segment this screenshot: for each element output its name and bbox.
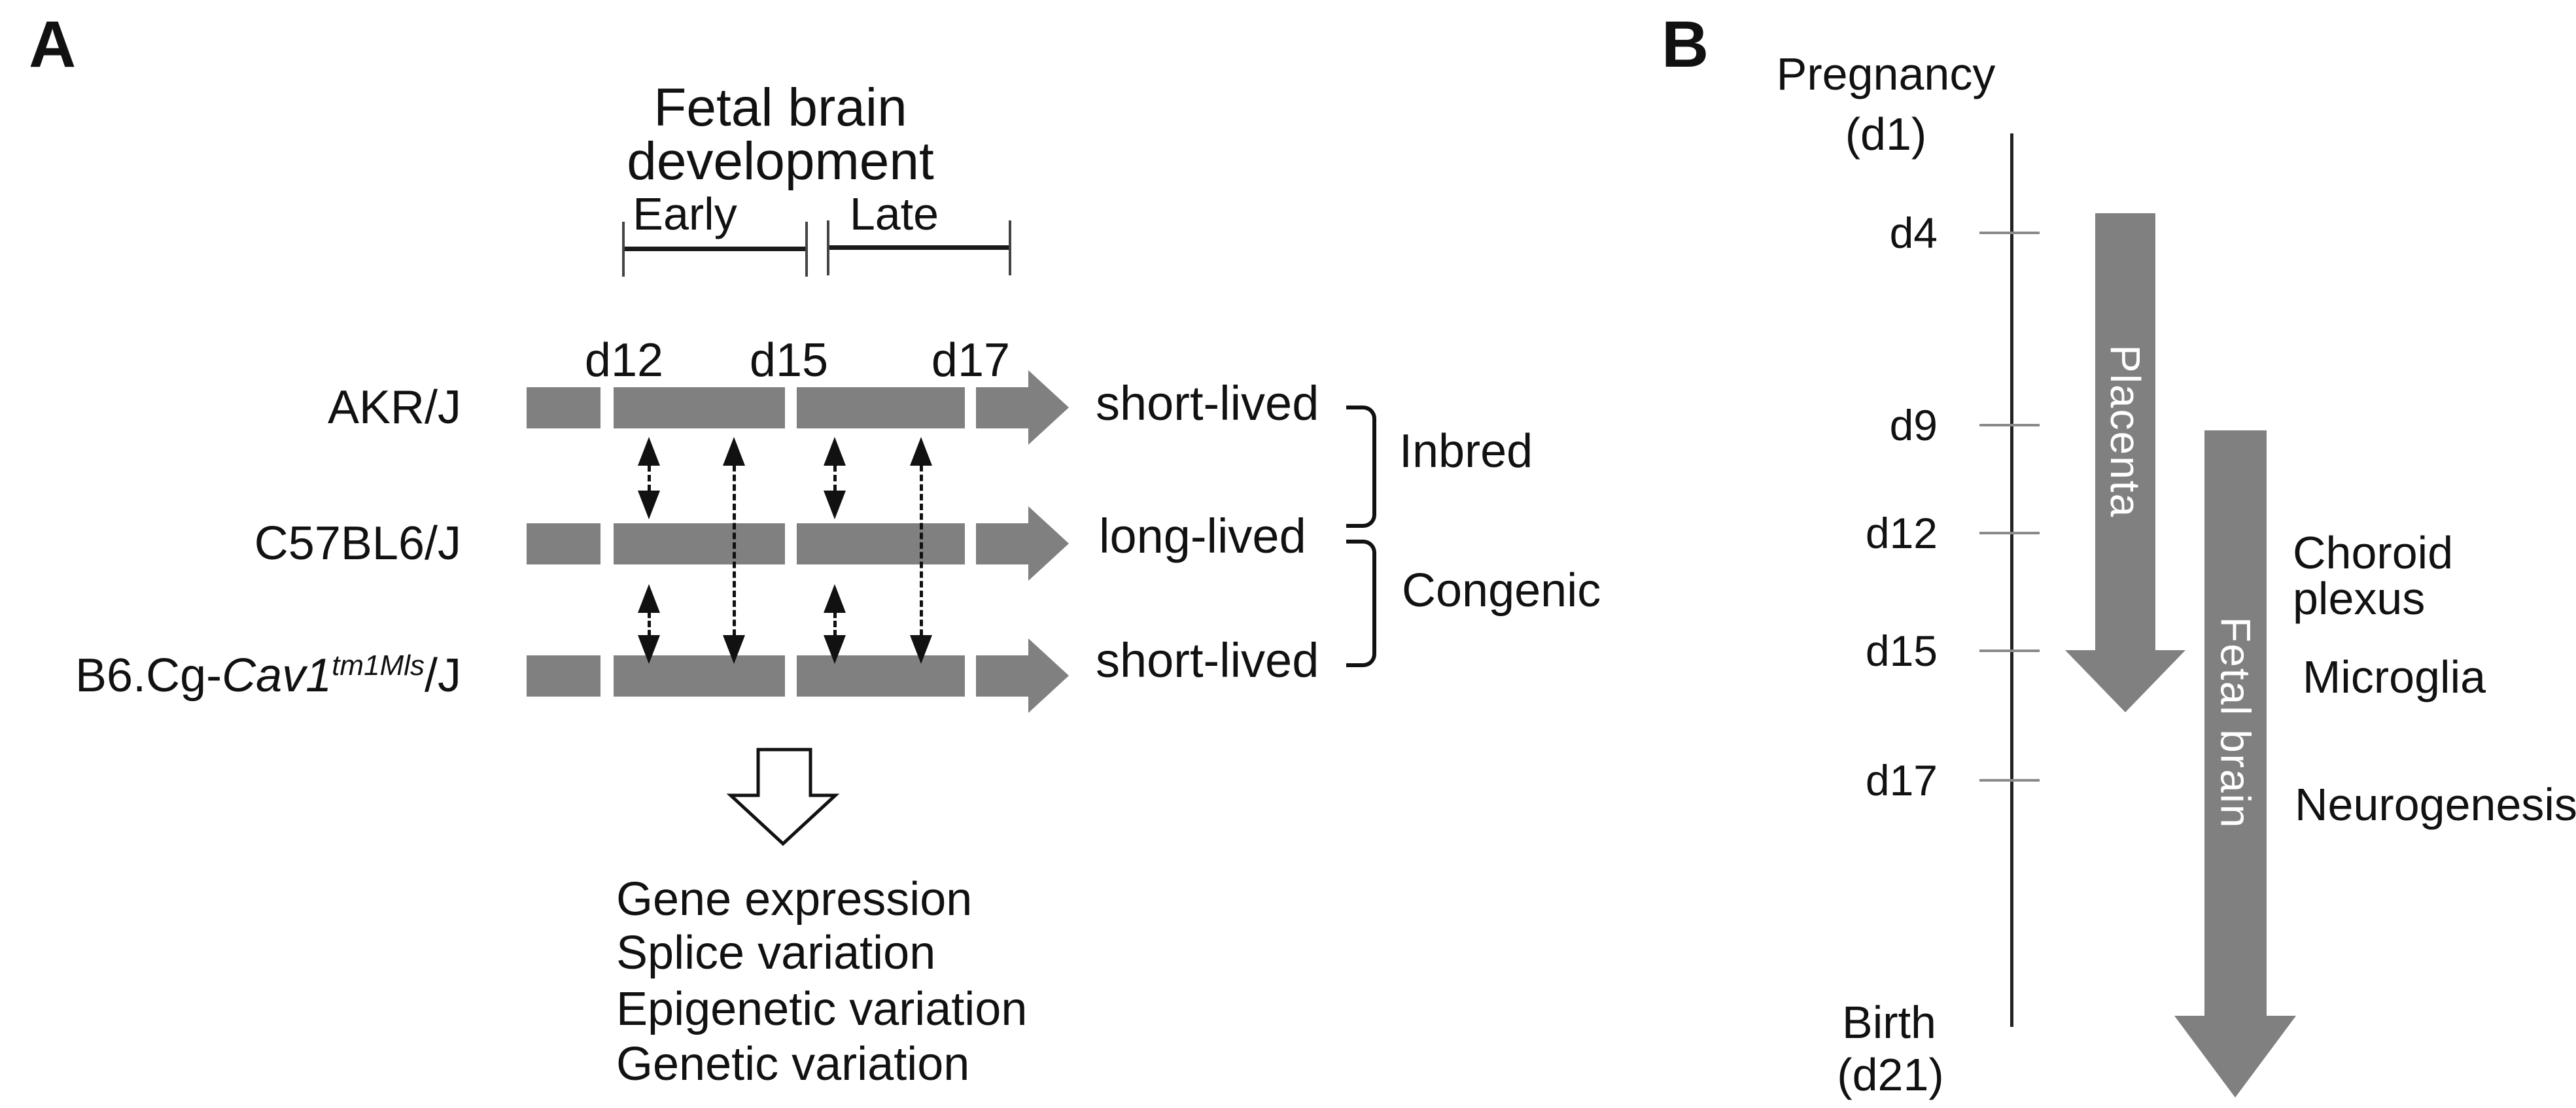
timeline-segment <box>797 523 965 564</box>
arrowhead-down-icon <box>638 635 660 664</box>
timeline-arrow-tail <box>976 387 1028 428</box>
timeline-segment <box>797 655 965 697</box>
placenta-arrowhead <box>2065 650 2185 712</box>
strain-gene-italic: Cav1 <box>222 649 332 702</box>
fetal-brain-arrow-label: Fetal brain <box>2212 617 2259 829</box>
annotation-neurogenesis: Neurogenesis <box>2295 779 2576 830</box>
day-label-d12: d12 <box>584 334 664 387</box>
tick-label-d15: d15 <box>1865 627 1938 675</box>
fetal-brain-arrowhead <box>2174 1016 2296 1098</box>
placenta-arrow: Placenta <box>2095 213 2155 650</box>
dashed-line <box>648 455 651 501</box>
phase-tick <box>1009 220 1011 275</box>
timeline-arrow-tail <box>976 655 1028 697</box>
dashed-double-arrow-long-icon <box>910 437 932 664</box>
dashed-line <box>733 455 736 646</box>
phenotype-label: short-lived <box>1096 633 1319 687</box>
timeline-segment <box>527 387 600 428</box>
outcome-item: Genetic variation <box>616 1038 970 1090</box>
congenic-bracket <box>1346 540 1376 667</box>
strain-label-c57bl6j: C57BL6/J <box>254 517 461 570</box>
outcome-item: Splice variation <box>616 927 936 979</box>
phenotype-label: short-lived <box>1096 376 1319 430</box>
phase-label-late: Late <box>849 188 939 239</box>
timeline-arrowhead <box>1028 506 1069 581</box>
panel-b-label: B <box>1662 8 1709 81</box>
inbred-bracket <box>1346 406 1376 528</box>
dashed-double-arrow-icon <box>638 584 660 664</box>
timeline-segment <box>797 387 965 428</box>
strain-label-akrj: AKR/J <box>327 381 461 434</box>
dashed-line <box>833 602 837 646</box>
timeline-axis <box>2010 133 2013 1027</box>
dashed-double-arrow-long-icon <box>723 437 745 664</box>
dashed-line <box>648 602 651 646</box>
group-label-inbred: Inbred <box>1399 425 1533 477</box>
annotation-microglia: Microglia <box>2303 651 2486 702</box>
birth-label: Birth <box>1842 997 1936 1048</box>
tick-label-d17: d17 <box>1865 756 1938 805</box>
strain-superscript: tm1Mls <box>332 649 425 682</box>
phenotype-label: long-lived <box>1099 509 1306 563</box>
tick-label-d9: d9 <box>1889 401 1938 449</box>
group-label-congenic: Congenic <box>1402 564 1601 617</box>
strain-label-b6cg-cav1: B6.Cg-Cav1tm1Mls/J <box>26 649 461 702</box>
late-phase-line <box>828 245 1010 250</box>
timeline-segment <box>614 523 785 564</box>
timeline-arrowhead <box>1028 638 1069 713</box>
outcome-item: Gene expression <box>616 873 973 926</box>
timeline-arrowhead <box>1028 370 1069 445</box>
dashed-line <box>833 455 837 501</box>
phase-tick <box>827 220 829 275</box>
pregnancy-day-label: (d1) <box>1845 109 1927 160</box>
axis-tick <box>1979 532 2040 534</box>
strain-suffix: /J <box>424 649 461 702</box>
panel-a-label: A <box>29 8 77 81</box>
early-phase-line <box>623 247 807 251</box>
phase-tick <box>622 222 625 277</box>
arrowhead-down-icon <box>723 635 745 664</box>
outcome-item: Epigenetic variation <box>616 983 1028 1035</box>
timeline-segment <box>614 387 785 428</box>
birth-day-label: (d21) <box>1837 1049 1944 1100</box>
tick-label-d4: d4 <box>1889 209 1938 257</box>
dashed-double-arrow-icon <box>824 584 846 664</box>
dashed-double-arrow-icon <box>638 437 660 519</box>
timeline-segment <box>527 523 600 564</box>
day-label-d15: d15 <box>749 334 829 387</box>
pregnancy-label: Pregnancy <box>1776 48 1996 99</box>
phase-tick <box>805 222 808 277</box>
axis-tick <box>1979 649 2040 652</box>
strain-prefix: B6.Cg- <box>75 649 222 702</box>
axis-tick <box>1979 232 2040 234</box>
fetal-brain-arrow: Fetal brain <box>2204 430 2267 1016</box>
panel-a-title: Fetal brain development <box>627 78 934 191</box>
day-label-d17: d17 <box>931 334 1011 387</box>
hollow-down-arrow-icon <box>726 748 840 846</box>
dashed-line <box>920 455 923 646</box>
arrowhead-down-icon <box>824 491 846 519</box>
phase-label-early: Early <box>633 188 737 239</box>
tick-label-d12: d12 <box>1865 509 1938 557</box>
axis-tick <box>1979 779 2040 782</box>
arrowhead-down-icon <box>824 635 846 664</box>
dashed-double-arrow-icon <box>824 437 846 519</box>
arrowhead-down-icon <box>638 491 660 519</box>
annotation-choroid-plexus: Choroid plexus <box>2293 527 2454 624</box>
arrowhead-down-icon <box>910 635 932 664</box>
timeline-segment <box>527 655 600 697</box>
placenta-arrow-label: Placenta <box>2102 345 2149 519</box>
timeline-arrow-tail <box>976 523 1028 564</box>
axis-tick <box>1979 424 2040 426</box>
